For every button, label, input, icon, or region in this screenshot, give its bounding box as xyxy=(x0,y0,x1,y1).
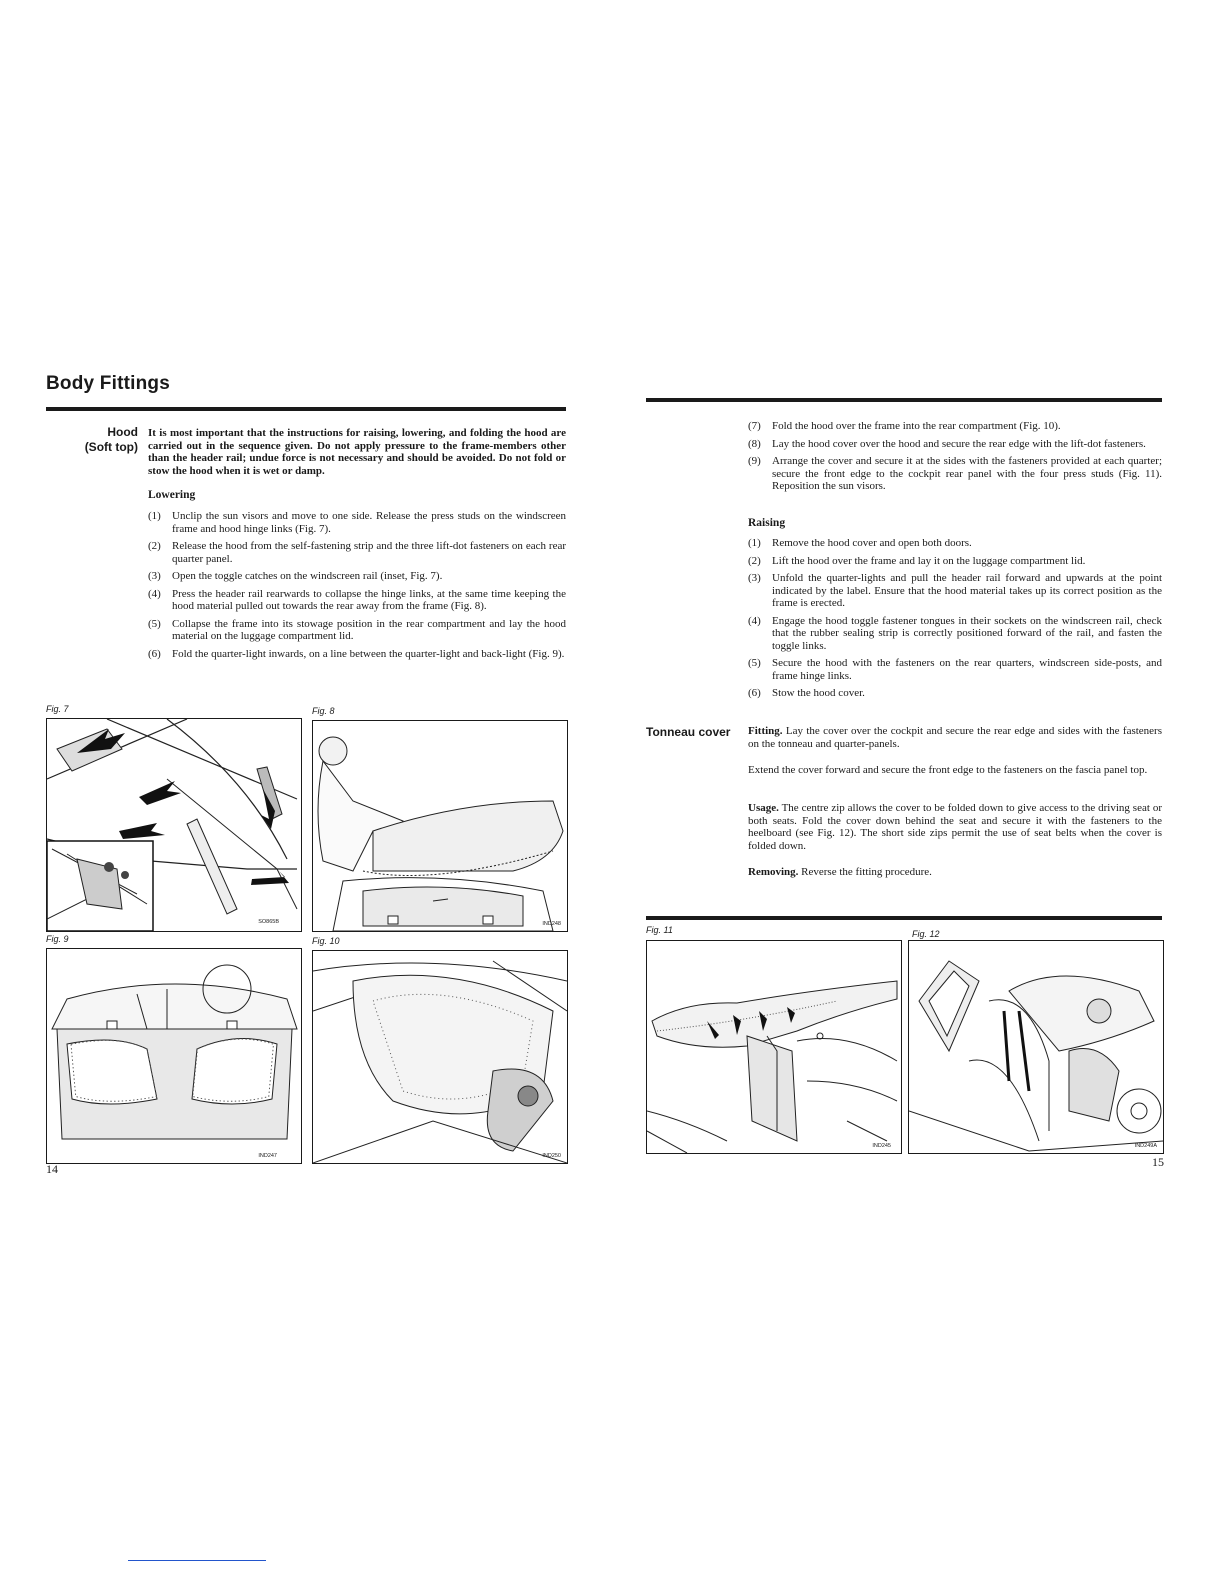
step-number: (8) xyxy=(748,437,761,450)
step-number: (4) xyxy=(748,614,761,627)
removing-label: Removing. xyxy=(748,866,799,878)
fig12-code: IND249A xyxy=(1134,1143,1157,1149)
usage-text: The centre zip allows the cover to be fo… xyxy=(748,802,1162,852)
list-item: (8) Lay the hood cover over the hood and … xyxy=(748,438,1162,451)
list-item: (4) Press the header rail rearwards to co… xyxy=(148,588,566,613)
fig12-label: Fig. 12 xyxy=(912,929,940,939)
raising-heading: Raising xyxy=(748,517,786,529)
list-item: (3) Open the toggle catches on the windsc… xyxy=(148,570,566,583)
raising-steps-list: (1) Remove the hood cover and open both d… xyxy=(748,537,1162,700)
title-rule xyxy=(46,407,566,411)
step-text: Fold the quarter-light inwards, on a lin… xyxy=(172,647,565,660)
fig7-label: Fig. 7 xyxy=(46,704,69,714)
tonneau-fitted-drawing xyxy=(647,980,898,1153)
step-text: Stow the hood cover. xyxy=(772,687,865,699)
step-text: Unclip the sun visors and move to one si… xyxy=(172,510,566,535)
list-item: (9) Arrange the cover and secure it at th… xyxy=(748,455,1162,493)
list-item: (6) Fold the quarter-light inwards, on a … xyxy=(148,648,566,661)
step-number: (4) xyxy=(148,587,161,600)
fig8-illustration: IND248 xyxy=(312,720,568,932)
fig9-code: IND247 xyxy=(258,1153,277,1159)
top-rule-right xyxy=(646,398,1162,402)
lowering-heading: Lowering xyxy=(148,489,196,501)
hood-folding-drawing xyxy=(317,736,564,931)
hood-side-heading: Hood (Soft top) xyxy=(60,425,138,455)
tonneau-fitting: Fitting. Lay the cover over the cockpit … xyxy=(748,725,1162,750)
hood-intro: It is most important that the instructio… xyxy=(148,427,566,477)
step-text: Arrange the cover and secure it at the s… xyxy=(772,455,1162,492)
step-text: Open the toggle catches on the windscree… xyxy=(172,570,443,582)
step-number: (6) xyxy=(148,647,161,660)
step-number: (3) xyxy=(748,572,761,584)
fig11-illustration: IND245 xyxy=(646,940,902,1154)
fig7-illustration: SO865B xyxy=(46,718,302,932)
hood-heading: Hood xyxy=(107,425,138,439)
step-number: (7) xyxy=(748,420,761,432)
lowering-continued-list: (7) Fold the hood over the frame into the… xyxy=(748,420,1162,493)
list-item: (4) Engage the hood toggle fastener tongu… xyxy=(748,615,1162,653)
fig10-code: IND250 xyxy=(542,1153,561,1159)
usage-label: Usage. xyxy=(748,802,779,814)
tonneau-usage: Usage. The centre zip allows the cover t… xyxy=(748,802,1162,852)
list-item: (1) Unclip the sun visors and move to one… xyxy=(148,510,566,535)
step-text: Collapse the frame into its stowage posi… xyxy=(172,617,566,643)
tonneau-side-heading: Tonneau cover xyxy=(646,725,731,739)
tonneau-folded-drawing xyxy=(909,960,1163,1152)
fig12-illustration: IND249A xyxy=(908,940,1164,1154)
arrow-marker xyxy=(77,729,125,753)
step-number: (2) xyxy=(748,554,761,567)
step-number: (1) xyxy=(148,510,161,522)
step-number: (5) xyxy=(748,657,761,669)
step-text: Unfold the quarter-lights and pull the h… xyxy=(772,572,1162,609)
step-text: Lift the hood over the frame and lay it … xyxy=(772,554,1086,567)
figure-rule-right xyxy=(646,916,1162,920)
step-number: (2) xyxy=(148,540,161,552)
list-item: (1) Remove the hood cover and open both d… xyxy=(748,537,1162,550)
page-number-left: 14 xyxy=(46,1162,58,1176)
page-number-right: 15 xyxy=(1152,1155,1164,1169)
list-item: (2) Lift the hood over the frame and lay … xyxy=(748,555,1162,568)
step-number: (1) xyxy=(748,537,761,549)
step-text: Secure the hood with the fasteners on th… xyxy=(772,657,1162,682)
list-item: (7) Fold the hood over the frame into the… xyxy=(748,420,1162,433)
fig9-illustration: IND247 xyxy=(46,948,302,1164)
list-item: (5) Secure the hood with the fasteners on… xyxy=(748,657,1162,682)
list-item: (3) Unfold the quarter-lights and pull th… xyxy=(748,572,1162,610)
list-item: (5) Collapse the frame into its stowage p… xyxy=(148,618,566,643)
quarter-light-fold-drawing xyxy=(51,964,298,1140)
step-number: (9) xyxy=(748,455,761,467)
fitting-label: Fitting. xyxy=(748,725,783,737)
step-text: Press the header rail rearwards to colla… xyxy=(172,587,566,613)
fig8-label: Fig. 8 xyxy=(312,706,335,716)
step-number: (3) xyxy=(148,570,161,582)
tonneau-extend: Extend the cover forward and secure the … xyxy=(748,764,1148,776)
page-title: Body Fittings xyxy=(46,373,170,394)
list-item: (2) Release the hood from the self-fasten… xyxy=(148,540,566,565)
fig9-label: Fig. 9 xyxy=(46,934,69,944)
step-text: Remove the hood cover and open both door… xyxy=(772,537,972,549)
fig7-code: SO865B xyxy=(258,919,279,925)
step-text: Release the hood from the self-fastening… xyxy=(172,540,566,565)
step-text: Fold the hood over the frame into the re… xyxy=(772,420,1061,432)
step-number: (5) xyxy=(148,617,161,630)
fig11-label: Fig. 11 xyxy=(646,925,673,935)
removing-text: Reverse the fitting procedure. xyxy=(801,866,932,878)
bottom-underline xyxy=(128,1560,266,1561)
step-text: Engage the hood toggle fastener tongues … xyxy=(772,614,1162,652)
fig8-code: IND248 xyxy=(542,921,561,927)
step-text: Lay the hood cover over the hood and sec… xyxy=(772,437,1146,450)
lowering-steps-list: (1) Unclip the sun visors and move to one… xyxy=(148,510,566,660)
fig11-code: IND245 xyxy=(872,1143,891,1149)
tonneau-removing: Removing. Reverse the fitting procedure. xyxy=(748,866,1162,879)
fig10-label: Fig. 10 xyxy=(312,936,340,946)
list-item: (6) Stow the hood cover. xyxy=(748,687,1162,700)
hood-stowed-drawing xyxy=(313,960,567,1163)
step-number: (6) xyxy=(748,687,761,699)
fitting-text: Lay the cover over the cockpit and secur… xyxy=(748,725,1162,750)
fig10-illustration: IND250 xyxy=(312,950,568,1164)
soft-top-heading: (Soft top) xyxy=(84,440,138,454)
windscreen-frame-drawing xyxy=(47,719,298,931)
